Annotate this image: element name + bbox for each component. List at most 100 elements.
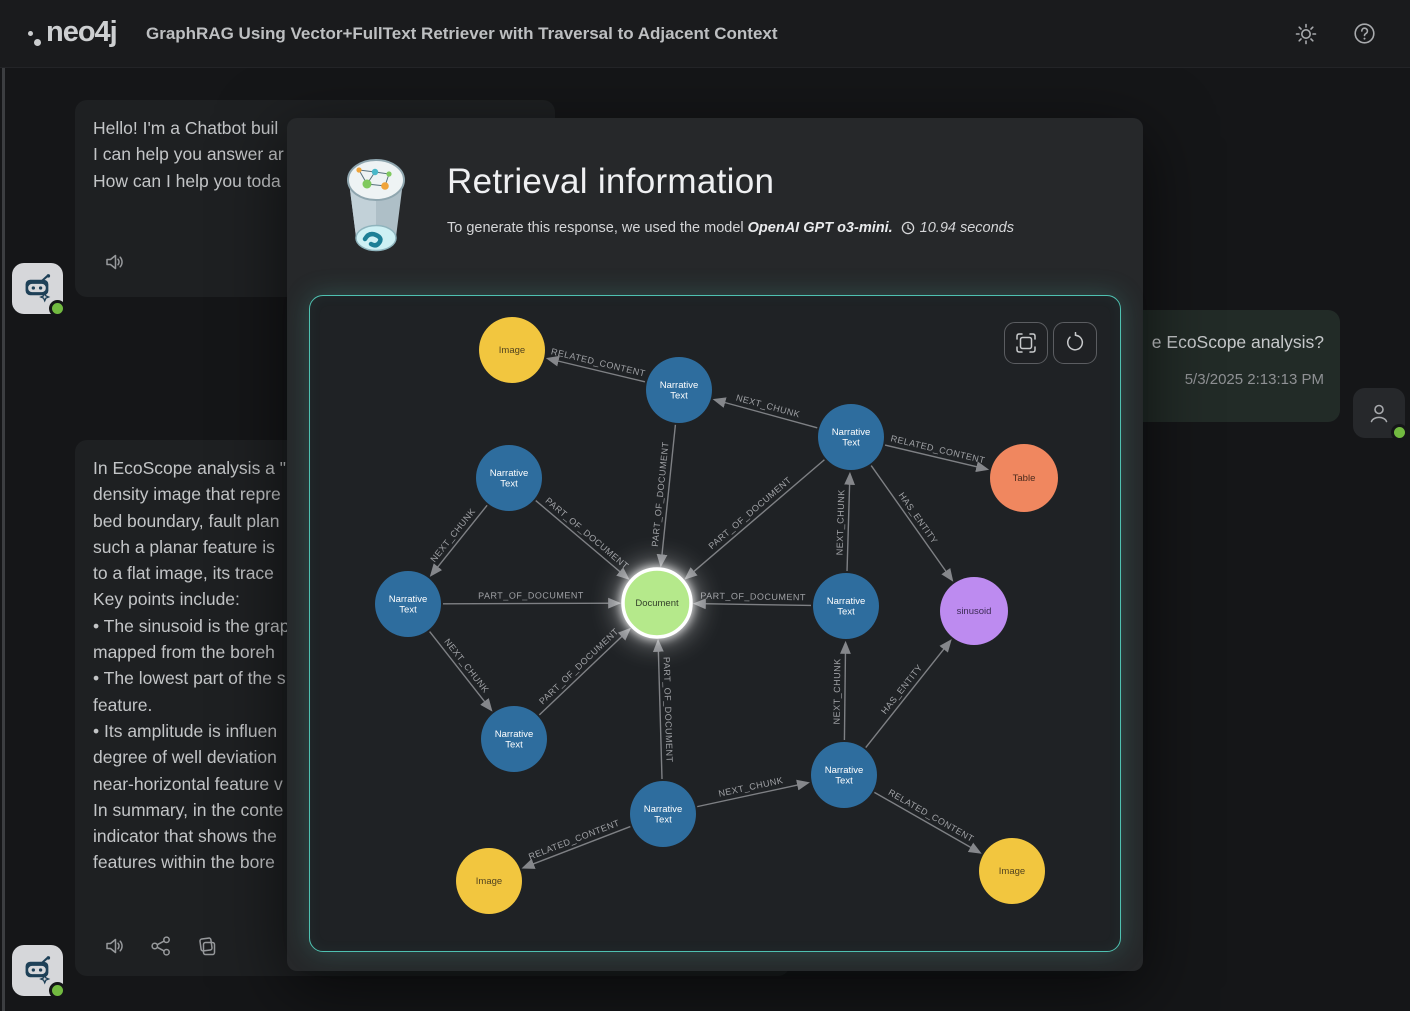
message-line: How can I help you toda: [93, 170, 281, 191]
graph-edge-label: NEXT_CHUNK: [442, 637, 491, 695]
bot-answer-text: In EcoScope analysis a " density image th…: [75, 440, 790, 876]
graph-edge-label: PART_OF_DOCUMENT: [478, 590, 584, 600]
theme-toggle-button[interactable]: [1286, 14, 1326, 54]
speaker-button[interactable]: [103, 250, 127, 274]
graph-edge: [535, 500, 630, 580]
graph-node-document[interactable]: Document: [621, 567, 693, 639]
message-line: Hello! I'm a Chatbot buil: [93, 118, 279, 138]
logo-dot-icon: [28, 30, 33, 36]
neo4j-logo: neo4j: [26, 12, 130, 56]
graph-edge: [840, 640, 851, 741]
graph-edge-label: PART_OF_DOCUMENT: [543, 496, 630, 572]
subtitle-prefix: To generate this response, we used the m…: [447, 220, 748, 236]
modal-title: Retrieval information: [447, 162, 775, 201]
logo-dot-icon: [34, 38, 41, 46]
online-status-dot: [1391, 424, 1408, 441]
graph-edge: [429, 631, 493, 712]
generation-duration: 10.94 seconds: [919, 220, 1014, 236]
message-actions: [103, 934, 219, 958]
message-line: mapped from the boreh: [93, 642, 275, 663]
bot-avatar: [12, 945, 66, 999]
message-line: • The sinusoid is the grap: [93, 615, 290, 636]
graph-edge: [656, 424, 677, 568]
fit-view-icon: [1016, 333, 1036, 353]
graph-edge-label: PART_OF_DOCUMENT: [707, 475, 794, 551]
message-line: • Its amplitude is influen: [93, 720, 278, 741]
header: neo4j GraphRAG Using Vector+FullText Ret…: [0, 0, 1410, 68]
graph-svg: RELATED_CONTENTNEXT_CHUNKRELATED_CONTENT…: [375, 317, 1058, 914]
graph-node-label: Table: [1013, 473, 1036, 484]
user-avatar: [1353, 388, 1408, 441]
graph-edge: [429, 504, 488, 577]
sun-icon: [1295, 23, 1317, 44]
copy-icon: [199, 937, 216, 956]
message-line: density image that repre: [93, 484, 281, 505]
help-button[interactable]: [1344, 14, 1384, 54]
logo-text: neo4j: [46, 15, 118, 48]
graph-edge: [865, 639, 952, 749]
sidebar-edge[interactable]: [2, 68, 5, 1011]
message-line: I can help you answer ar: [93, 144, 284, 165]
graph-edge: [545, 355, 646, 383]
reset-view-icon: [1067, 332, 1084, 351]
reset-view-button[interactable]: [1053, 322, 1097, 364]
copy-button[interactable]: [195, 934, 219, 958]
graph-icon: [151, 936, 170, 956]
graph-node-image[interactable]: Image: [479, 317, 545, 383]
online-status-dot: [49, 982, 66, 999]
clock-icon: [901, 221, 915, 235]
fit-view-button[interactable]: [1004, 322, 1048, 364]
robot-icon: [25, 956, 50, 985]
message-line: degree of well deviation: [93, 747, 277, 768]
speaker-icon: [106, 254, 123, 270]
graph-node-label: sinusoid: [957, 606, 992, 617]
graph-edge-label: PART_OF_DOCUMENT: [662, 657, 675, 763]
graph-edge-label: PART_OF_DOCUMENT: [537, 626, 620, 706]
speaker-button[interactable]: [103, 934, 127, 958]
message-timestamp: 5/3/2025 2:13:13 PM: [1184, 371, 1324, 388]
message-line: features within the bore: [93, 852, 275, 873]
graph-edge: [521, 825, 631, 869]
graph-edge: [874, 791, 982, 854]
graph-edge-label: NEXT_CHUNK: [834, 489, 846, 555]
show-retrieval-graph-button[interactable]: [149, 934, 173, 958]
graph-node-table[interactable]: Table: [990, 444, 1058, 512]
bot-greeting-text: Hello! I'm a Chatbot buil I can help you …: [75, 100, 555, 194]
graph-node-image[interactable]: Image: [979, 838, 1045, 904]
graph-edge-label: NEXT_CHUNK: [735, 393, 801, 420]
message-line: to a flat image, its trace: [93, 563, 274, 584]
graph-node-label: Image: [999, 866, 1025, 877]
graph-edge: [870, 465, 954, 582]
graph-node-label: Image: [476, 876, 502, 887]
user-message-text: e EcoScope analysis?: [1151, 332, 1324, 352]
modal-subtitle: To generate this response, we used the m…: [447, 220, 1014, 236]
message-line: Key points include:: [93, 589, 240, 610]
message-line: bed boundary, fault plan: [93, 510, 280, 531]
retrieval-info-modal: Retrieval information To generate this r…: [287, 118, 1143, 971]
message-line: In EcoScope analysis a ": [93, 458, 286, 478]
graph-edge: [442, 597, 622, 609]
graph-node-image[interactable]: Image: [456, 848, 522, 914]
graph-edge-label: HAS_ENTITY: [879, 662, 924, 716]
graph-edge-label: PART_OF_DOCUMENT: [650, 441, 671, 547]
page-title: GraphRAG Using Vector+FullText Retriever…: [146, 23, 778, 43]
online-status-dot: [49, 300, 66, 317]
graph-node-sinusoid[interactable]: sinusoid: [940, 577, 1008, 645]
graph-edge-label: NEXT_CHUNK: [832, 658, 843, 724]
